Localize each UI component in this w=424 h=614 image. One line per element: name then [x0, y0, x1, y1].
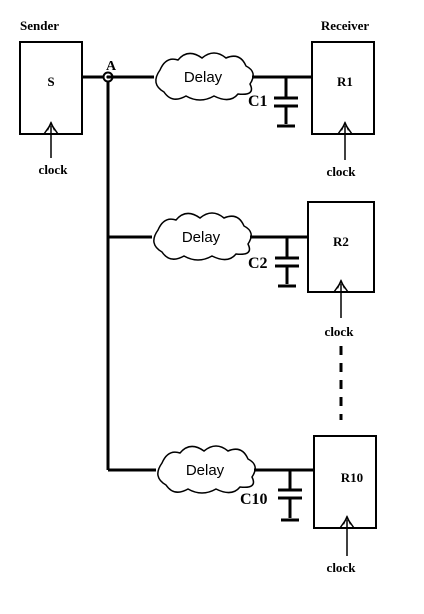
- sender-title: Sender: [20, 18, 59, 33]
- branch-r1: Delay C1 R1 clock: [108, 41, 375, 179]
- delay-label: Delay: [186, 462, 225, 479]
- receiver-header: Receiver: [321, 18, 370, 33]
- delay-label: Delay: [184, 69, 223, 86]
- receiver-clock-label: clock: [325, 324, 355, 339]
- branch-r2: Delay C2 R2 clock: [108, 201, 375, 339]
- delay-cloud: [157, 445, 256, 494]
- branch-r10: Delay C10 R10 clock: [108, 435, 377, 575]
- sender-group: Sender S clock: [19, 18, 83, 177]
- receiver-name: R1: [337, 74, 353, 89]
- receiver-block: [311, 41, 375, 135]
- receiver-clock-label: clock: [327, 560, 357, 575]
- receiver-block: [313, 435, 377, 529]
- sender-clock-label: clock: [39, 162, 69, 177]
- delay-label: Delay: [182, 229, 221, 246]
- capacitor-label: C2: [248, 255, 268, 272]
- node-a-label: A: [106, 59, 117, 74]
- capacitor-label: C10: [240, 491, 268, 508]
- receiver-name: R2: [333, 234, 349, 249]
- sender-block-label: S: [47, 74, 54, 89]
- delay-cloud: [155, 52, 254, 101]
- delay-cloud: [153, 212, 252, 261]
- receiver-block: [307, 201, 375, 293]
- sender-block: [19, 41, 83, 135]
- receiver-name: R10: [341, 470, 363, 485]
- receiver-clock-label: clock: [327, 164, 357, 179]
- capacitor-label: C1: [248, 93, 268, 110]
